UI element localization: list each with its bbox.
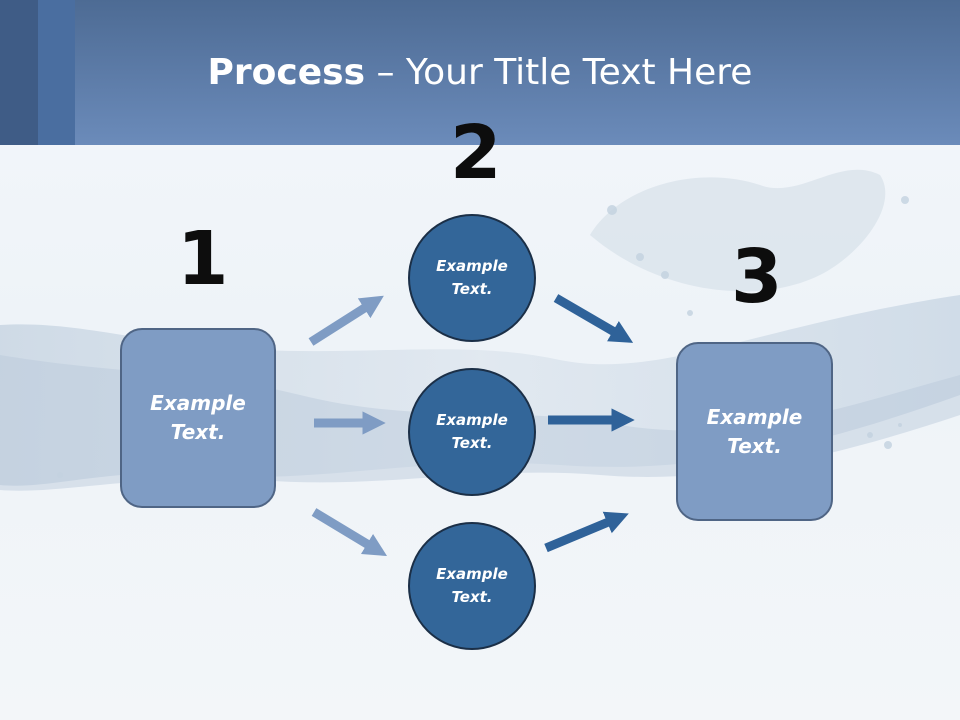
title-rest: – Your Title Text Here [365,52,753,93]
slide-title: Process – Your Title Text Here [0,52,960,93]
middle-bottom-text-line-2: Text. [451,588,493,606]
step-1-text-line-2: Text. [170,420,226,444]
step-1-text-line-1: Example [150,391,246,415]
middle-top-text-line-1: Example [436,257,508,275]
title-bold: Process [207,52,366,93]
arrow-bottom-to-step3 [544,511,629,553]
middle-bottom-text-line-1: Example [436,565,508,583]
arrow-top-to-step3 [553,294,634,343]
title-banner: Process – Your Title Text Here [0,0,960,145]
arrow-step1-to-bottom [311,508,388,557]
step-3-text-line-2: Text. [727,433,782,458]
middle-center-text-line-2: Text. [451,434,493,452]
banner-stripe [38,0,75,145]
middle-top-text-line-2: Text. [451,280,493,298]
step-3-text-line-1: Example [706,404,803,429]
arrow-step1-to-top [308,295,384,346]
step-3-number: 3 [731,234,783,320]
step-1-number: 1 [177,216,229,302]
banner-stripe [0,0,38,145]
middle-center-text-line-1: Example [436,411,508,429]
step-2-number: 2 [450,110,502,196]
